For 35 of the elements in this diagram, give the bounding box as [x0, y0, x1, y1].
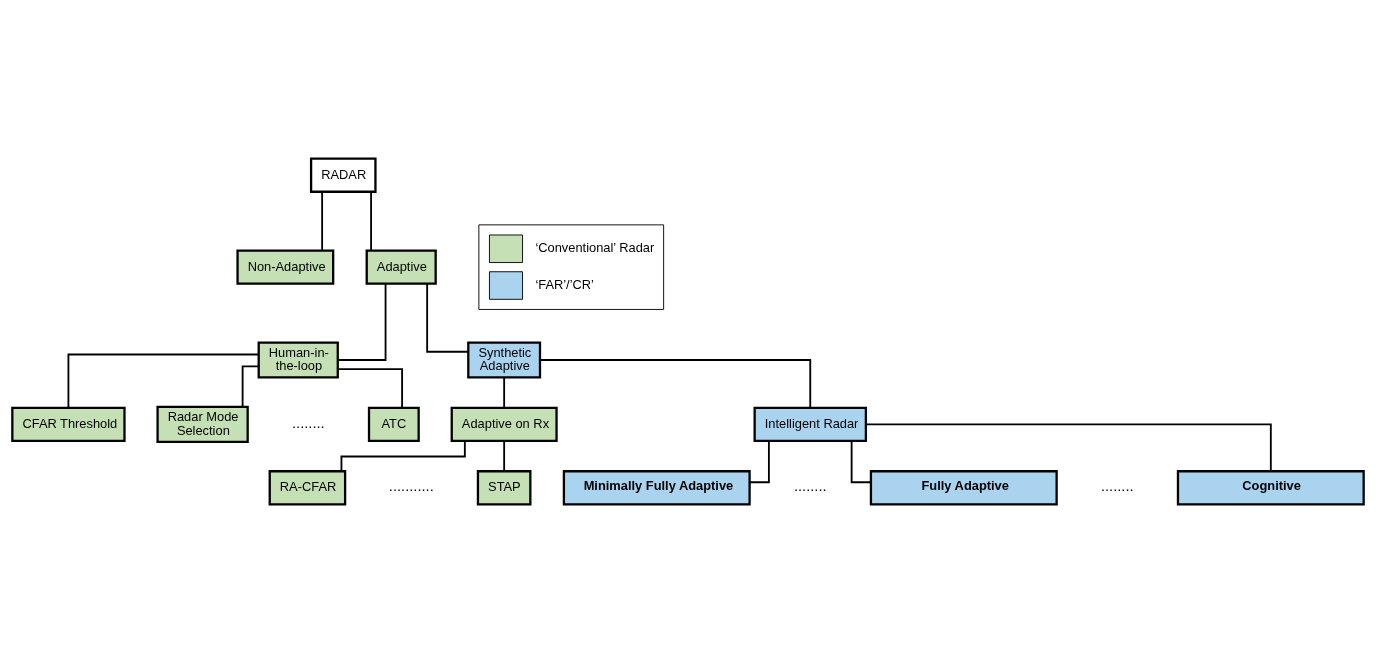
connector: [850, 439, 872, 483]
node-box: RADAR: [309, 157, 377, 193]
label: ...........: [388, 477, 434, 494]
connector: [336, 367, 404, 409]
node-box: CFAR Threshold: [11, 406, 126, 442]
label: ........: [292, 414, 325, 431]
connector: [503, 439, 506, 472]
node-box: ATC: [367, 406, 420, 442]
node-box: Minimally Fully Adaptive: [562, 469, 751, 505]
connector: [241, 365, 260, 408]
connector: [67, 353, 260, 409]
legend-label: ‘FAR’/’CR’: [535, 276, 594, 292]
node-box: Intelligent Radar: [753, 406, 868, 442]
node-box: Fully Adaptive: [869, 469, 1058, 505]
node-box: RA-CFAR: [268, 469, 347, 505]
node-box: Adaptive on Rx: [450, 406, 558, 442]
connector: [539, 358, 812, 409]
node-box: Non-Adaptive: [236, 248, 335, 285]
node-box: Synthetic Adaptive: [467, 340, 542, 379]
node-box: Radar Mode Selection: [156, 405, 249, 443]
connector: [321, 190, 324, 251]
connector: [865, 422, 1272, 472]
connector: [748, 439, 770, 483]
connector: [503, 376, 506, 409]
label: ........: [793, 477, 827, 494]
connector: [340, 439, 466, 472]
node-box: STAP: [476, 469, 532, 505]
label: ........: [1100, 477, 1134, 494]
connector: [370, 190, 372, 251]
connector: [426, 282, 469, 353]
legend-label: ‘Conventional’ Radar: [535, 239, 655, 255]
node-box: Adaptive: [365, 248, 437, 285]
node-box: Cognitive: [1176, 469, 1365, 505]
node-box: Human-in-the-loop: [257, 340, 339, 379]
connector: [336, 282, 387, 361]
